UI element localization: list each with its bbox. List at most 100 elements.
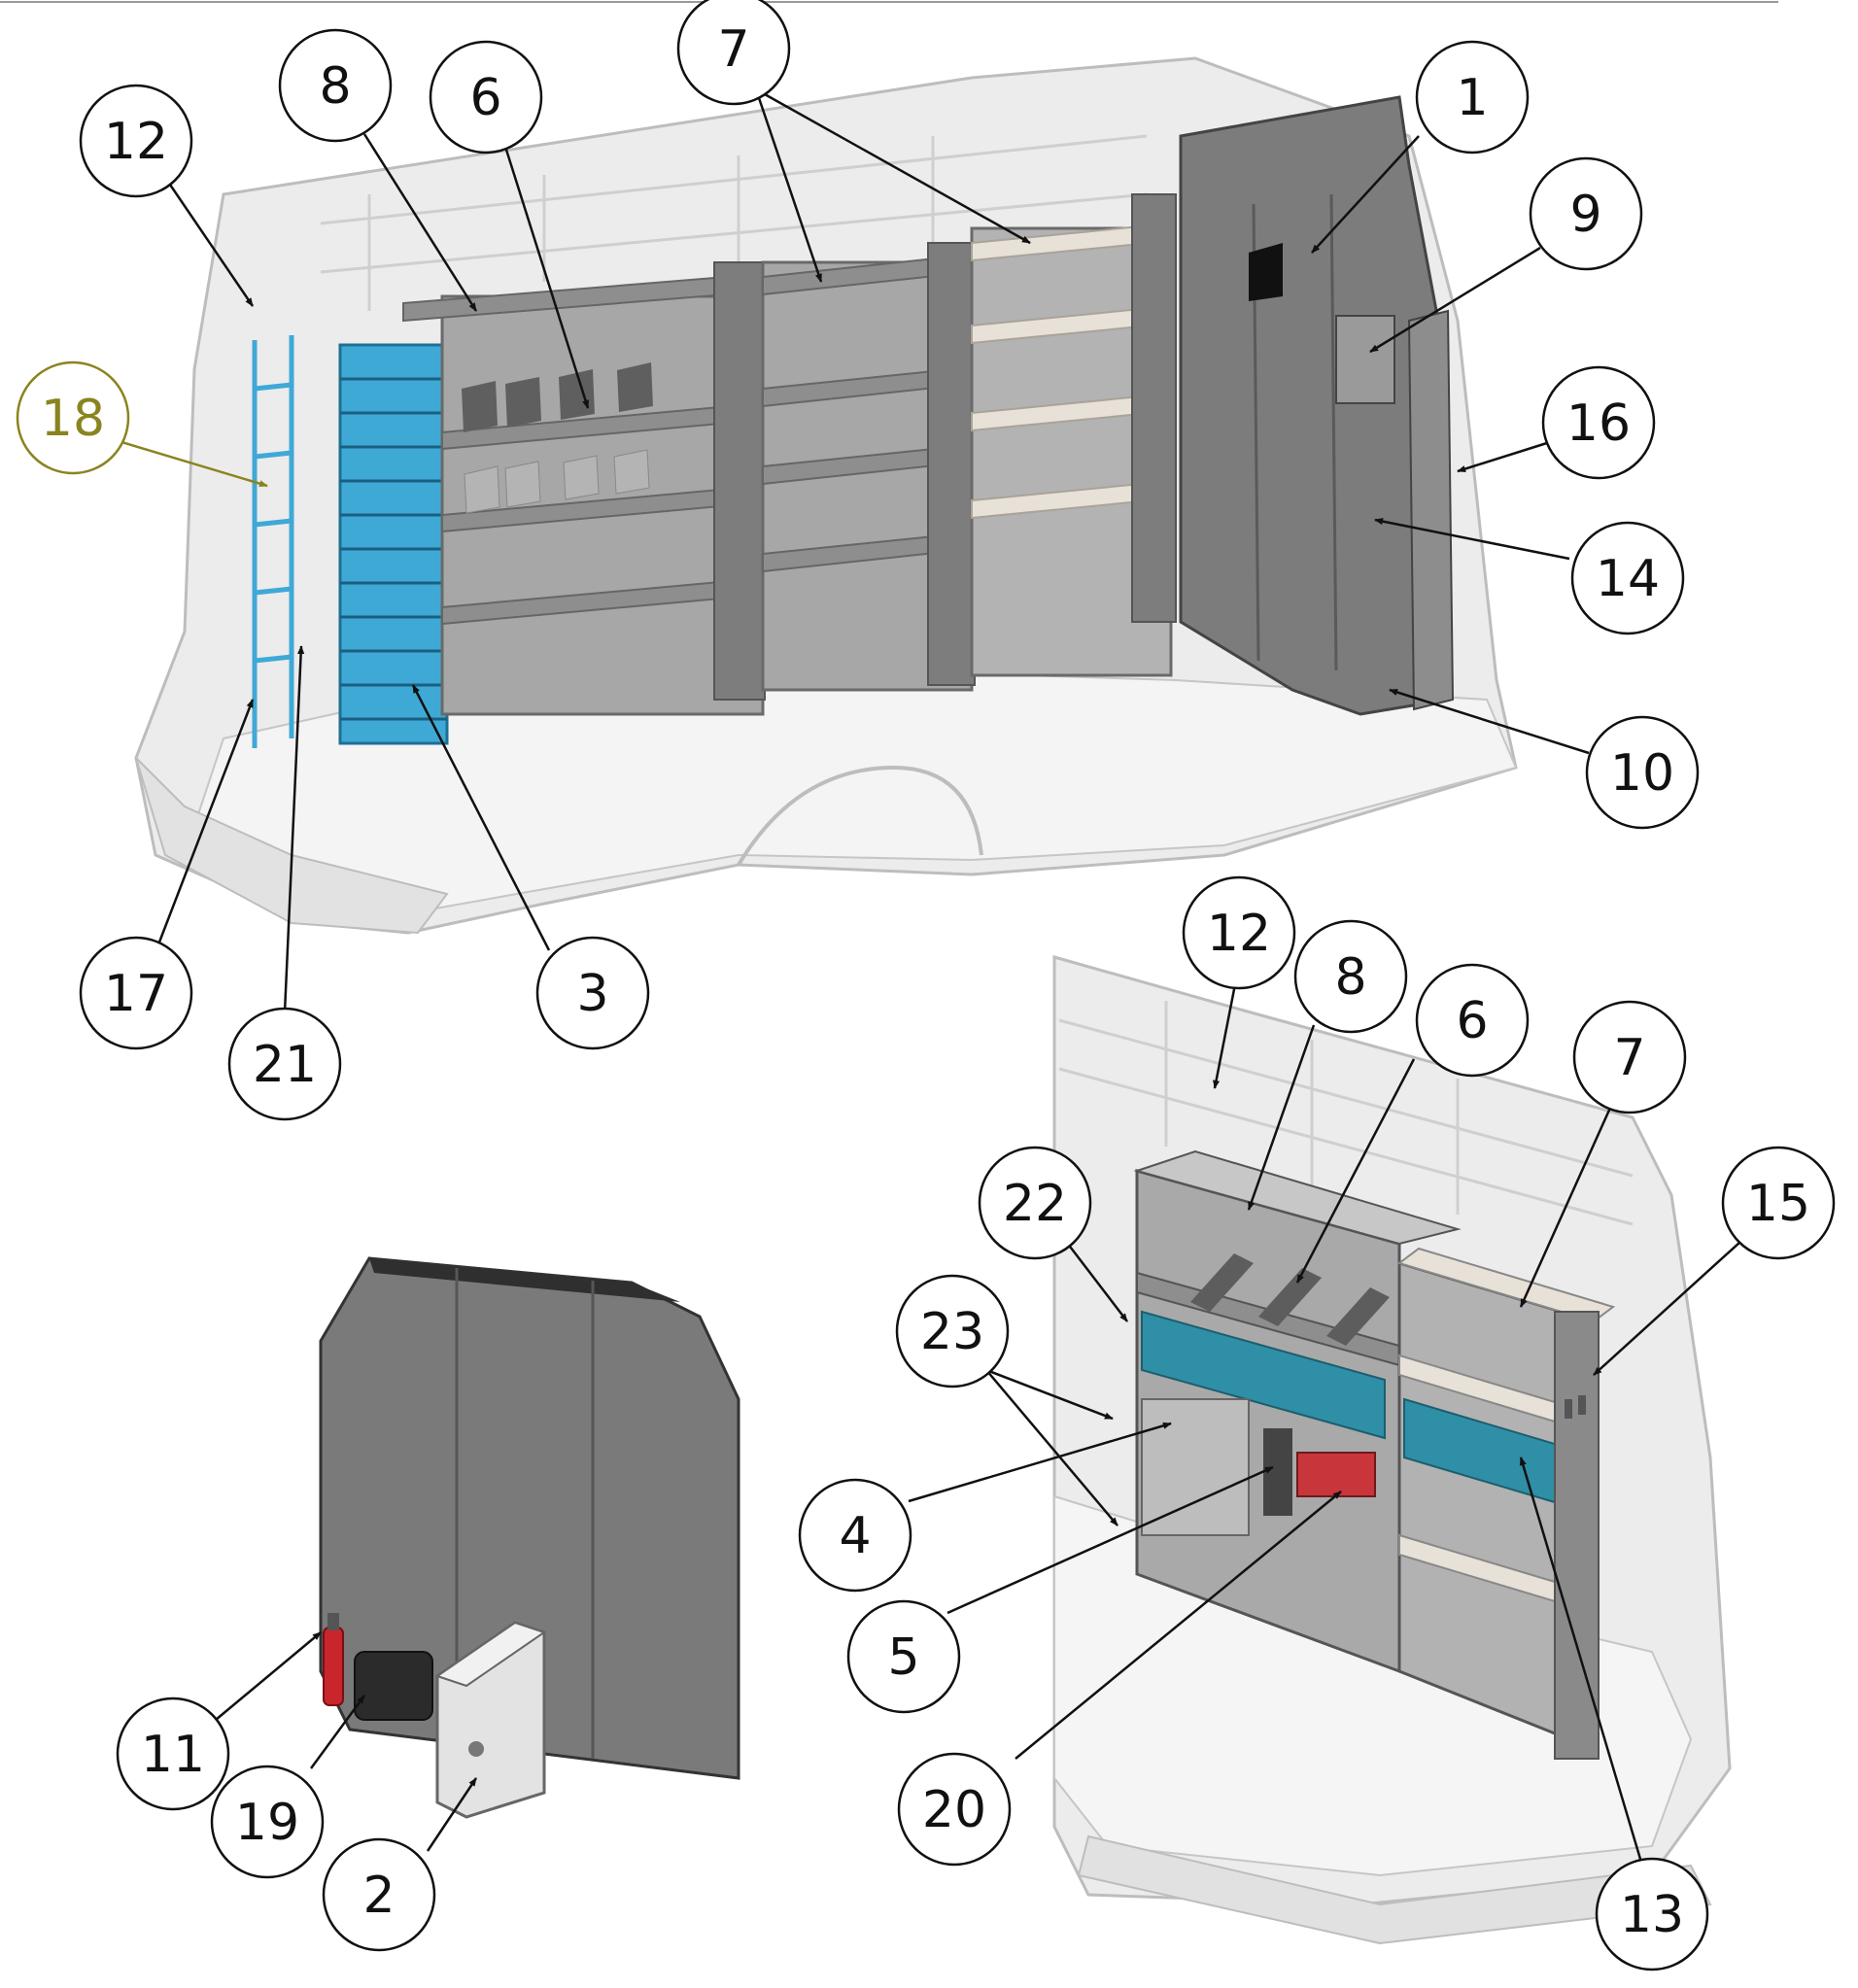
bulkhead-assembly-view bbox=[319, 1256, 740, 1819]
callout-5: 5 bbox=[846, 1599, 961, 1714]
callout-number: 16 bbox=[1566, 394, 1631, 453]
callout-1: 1 bbox=[1415, 40, 1530, 154]
callout-circle bbox=[227, 1007, 342, 1121]
callout-7: 7 bbox=[676, 0, 791, 106]
first-aid-kit bbox=[354, 1651, 433, 1721]
callout-number: 21 bbox=[253, 1036, 317, 1094]
callout-circle bbox=[846, 1599, 961, 1714]
wheel-well bbox=[737, 765, 983, 867]
shelving-unit-rear bbox=[402, 261, 766, 716]
wall-ribs-rear bbox=[1058, 1001, 1634, 1226]
callout-circle bbox=[1529, 156, 1643, 271]
callout-number: 7 bbox=[717, 20, 749, 79]
callout-circle bbox=[978, 1146, 1092, 1260]
callout-number: 15 bbox=[1746, 1175, 1810, 1233]
callout-number: 20 bbox=[922, 1781, 986, 1839]
callout-10: 10 bbox=[1585, 715, 1700, 830]
callout-19: 19 bbox=[210, 1765, 325, 1879]
callout-circle bbox=[1415, 963, 1530, 1078]
callout-circle bbox=[1721, 1146, 1836, 1260]
leader-lines bbox=[120, 87, 1752, 1867]
callout-circle bbox=[535, 936, 650, 1050]
callout-circle bbox=[116, 1697, 230, 1811]
callout-22: 22 bbox=[978, 1146, 1092, 1260]
callout-number: 9 bbox=[1569, 186, 1601, 244]
callout-circle bbox=[1595, 1857, 1709, 1971]
callout-23: 23 bbox=[895, 1274, 1010, 1388]
shelving-unit-middle bbox=[761, 242, 976, 692]
callout-number: 19 bbox=[235, 1794, 299, 1852]
van-interior-rear-view bbox=[1052, 955, 1732, 1945]
power-box bbox=[434, 1621, 547, 1819]
callout-number: 7 bbox=[1613, 1029, 1645, 1087]
bin-column bbox=[338, 343, 449, 745]
callout-3: 3 bbox=[535, 936, 650, 1050]
shelving-unit-front bbox=[970, 193, 1177, 677]
callout-12: 12 bbox=[79, 84, 193, 198]
callout-9: 9 bbox=[1529, 156, 1643, 271]
callout-21: 21 bbox=[227, 1007, 342, 1121]
callout-number: 4 bbox=[839, 1507, 871, 1565]
callout-circle bbox=[798, 1478, 912, 1593]
callout-circle bbox=[322, 1837, 436, 1952]
callout-15: 15 bbox=[1721, 1146, 1836, 1260]
callout-17: 17 bbox=[79, 936, 193, 1050]
callout-circle bbox=[210, 1765, 325, 1879]
callout-number: 5 bbox=[887, 1628, 919, 1687]
callout-circle bbox=[16, 360, 130, 475]
callout-circle bbox=[1572, 1000, 1687, 1114]
callout-circle bbox=[1293, 919, 1408, 1034]
callout-number: 6 bbox=[469, 69, 501, 127]
callout-number: 10 bbox=[1610, 744, 1674, 803]
callout-circle bbox=[79, 936, 193, 1050]
callout-circle bbox=[1585, 715, 1700, 830]
callout-number: 8 bbox=[1334, 948, 1366, 1007]
shelving-unit-right bbox=[1396, 1247, 1616, 1760]
van-interior-side-view bbox=[134, 56, 1518, 935]
callout-number: 14 bbox=[1596, 550, 1660, 608]
callout-circle bbox=[429, 40, 543, 154]
callout-number: 1 bbox=[1456, 69, 1488, 127]
bulkhead-partition bbox=[1179, 95, 1455, 716]
shelving-unit-left bbox=[1133, 1149, 1462, 1674]
callout-18: 18 bbox=[16, 360, 130, 475]
callout-circle bbox=[278, 28, 393, 143]
callout-circle bbox=[897, 1752, 1012, 1867]
callout-circle bbox=[676, 0, 791, 106]
callout-2: 2 bbox=[322, 1837, 436, 1952]
fire-extinguisher bbox=[323, 1613, 344, 1706]
callout-circle bbox=[79, 84, 193, 198]
rear-bumper bbox=[135, 757, 449, 935]
callout-number: 18 bbox=[41, 390, 105, 448]
callout-number: 23 bbox=[920, 1303, 984, 1361]
callout-11: 11 bbox=[116, 1697, 230, 1811]
callout-6: 6 bbox=[429, 40, 543, 154]
callout-20: 20 bbox=[897, 1752, 1012, 1867]
callout-number: 6 bbox=[1456, 992, 1488, 1050]
callout-number: 17 bbox=[104, 965, 168, 1023]
callout-number: 13 bbox=[1620, 1886, 1684, 1944]
callout-12: 12 bbox=[1182, 875, 1296, 990]
callout-number: 12 bbox=[1207, 905, 1271, 963]
callout-number: 3 bbox=[576, 965, 608, 1023]
callout-6: 6 bbox=[1415, 963, 1530, 1078]
callout-8: 8 bbox=[1293, 919, 1408, 1034]
callout-number: 2 bbox=[362, 1867, 395, 1925]
callout-circle bbox=[895, 1274, 1010, 1388]
callout-circle bbox=[1415, 40, 1530, 154]
callout-number: 11 bbox=[141, 1726, 205, 1784]
callout-13: 13 bbox=[1595, 1857, 1709, 1971]
callout-16: 16 bbox=[1541, 365, 1656, 480]
callout-8: 8 bbox=[278, 28, 393, 143]
ladder-rack bbox=[252, 335, 294, 748]
teal-bin-row-left bbox=[1141, 1310, 1386, 1440]
callout-14: 14 bbox=[1570, 521, 1685, 635]
callout-4: 4 bbox=[798, 1478, 912, 1593]
callout-7: 7 bbox=[1572, 1000, 1687, 1114]
callout-number: 12 bbox=[104, 113, 168, 171]
callout-circle bbox=[1570, 521, 1685, 635]
callout-number: 8 bbox=[319, 57, 351, 116]
callout-circle bbox=[1182, 875, 1296, 990]
callout-bubbles: 1367891012141617182121119456781213152022… bbox=[16, 0, 1836, 1971]
